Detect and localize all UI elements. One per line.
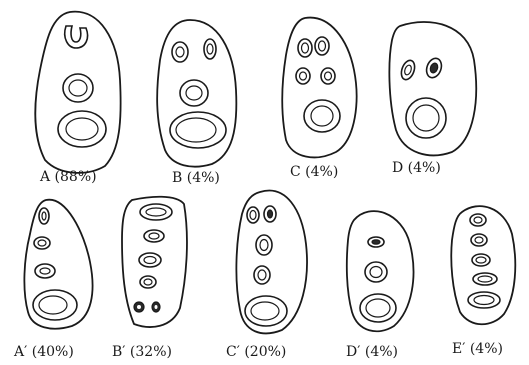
- ring-2-inner: [370, 267, 382, 278]
- ring-4-inner: [325, 72, 332, 80]
- ring-4-outer: [254, 266, 270, 284]
- ring-bottom-outer: [406, 98, 446, 138]
- ring-3-outer: [35, 264, 55, 278]
- ring-1-inner: [302, 43, 309, 53]
- ring-2-outer: [471, 234, 487, 246]
- panel-b-prime: B′ (32%): [112, 197, 187, 360]
- ring-middle-outer: [180, 80, 208, 106]
- ring-bottom-inner: [311, 106, 333, 126]
- ring-1-inner: [250, 211, 256, 220]
- cell-outline: [35, 12, 120, 173]
- cell-outline: [347, 211, 414, 331]
- ring-top-left-outer: [172, 42, 188, 62]
- ring-2-outer: [34, 237, 50, 249]
- ring-3-inner: [300, 72, 307, 80]
- ring-4-inner: [478, 276, 492, 282]
- ring-bottom-outer: [170, 112, 226, 148]
- ring-bottom-inner: [413, 105, 439, 131]
- ring-2-inner: [149, 233, 159, 239]
- ring-bottom-inner: [251, 302, 279, 320]
- ring-1-inner: [474, 217, 482, 223]
- ring-3-inner: [260, 240, 268, 251]
- panel-label: D (4%): [392, 160, 441, 176]
- ring-6-hole: [155, 305, 158, 309]
- ring-right-dark: [429, 62, 439, 74]
- u-shaped-body: [65, 26, 88, 48]
- panel-label: A (88%): [39, 169, 97, 185]
- cell-outline: [389, 22, 476, 155]
- ring-3-inner: [476, 257, 486, 263]
- panel-label: A′ (40%): [13, 344, 74, 360]
- ring-3-outer: [472, 254, 490, 266]
- ring-top-left-inner: [176, 47, 184, 57]
- ring-3-outer: [256, 235, 272, 255]
- ring-top-right-inner: [207, 44, 213, 54]
- ring-3-outer: [296, 68, 310, 84]
- ring-4-inner: [144, 279, 152, 285]
- ring-1-outer: [39, 208, 49, 224]
- ring-2-outer: [144, 230, 164, 242]
- ring-2-outer: [365, 262, 387, 282]
- ring-2-inner: [38, 240, 46, 246]
- panel-label: C (4%): [290, 164, 338, 180]
- panel-a-prime: A′ (40%): [13, 200, 93, 360]
- ring-4-outer: [321, 68, 335, 84]
- panel-label: B′ (32%): [112, 344, 172, 360]
- ring-1-dark: [372, 240, 380, 244]
- ring-1-outer: [247, 207, 259, 223]
- cell-outline: [282, 18, 356, 158]
- ring-3-outer: [139, 253, 161, 267]
- ring-bottom-inner: [474, 296, 494, 305]
- ring-middle-outer: [63, 74, 93, 102]
- panel-label: B (4%): [172, 170, 220, 186]
- panel-d-prime: D′ (4%): [346, 211, 413, 360]
- ring-4-outer: [140, 276, 156, 288]
- ring-bottom-outer: [304, 100, 340, 132]
- ring-3-inner: [144, 257, 156, 264]
- ring-2-outer: [315, 37, 329, 55]
- ring-3-inner: [40, 268, 50, 274]
- panel-a: A (88%): [35, 12, 120, 185]
- ring-1-inner: [146, 208, 166, 216]
- ring-middle-inner: [186, 86, 202, 100]
- ring-left-outer: [399, 59, 417, 82]
- cell-outline: [157, 20, 236, 167]
- ring-1-outer: [470, 214, 486, 226]
- ring-bottom-inner: [176, 118, 216, 142]
- ring-bottom-outer: [58, 111, 106, 147]
- ring-bottom-inner: [39, 296, 67, 314]
- ring-top-right-outer: [204, 39, 216, 59]
- ring-1-outer: [140, 204, 172, 220]
- panel-c: C (4%): [282, 18, 356, 180]
- panel-d: D (4%): [389, 22, 476, 176]
- ring-2-dark: [268, 210, 273, 218]
- ring-left-inner: [403, 64, 412, 75]
- ring-4-outer: [473, 273, 497, 285]
- ring-bottom-inner: [66, 118, 98, 140]
- ring-2-inner: [475, 237, 483, 243]
- ring-bottom-outer: [468, 292, 500, 308]
- panel-label: D′ (4%): [346, 344, 398, 360]
- ring-4-inner: [258, 270, 266, 280]
- ring-1-inner: [42, 212, 46, 220]
- ring-1-outer: [298, 39, 312, 57]
- ring-2-inner: [319, 41, 326, 51]
- ring-middle-inner: [69, 80, 87, 96]
- panel-label: C′ (20%): [226, 344, 286, 360]
- panel-b: B (4%): [157, 20, 236, 186]
- ring-5-hole: [137, 305, 141, 309]
- ring-bottom-inner: [366, 299, 390, 317]
- panel-e-prime: E′ (4%): [451, 206, 515, 357]
- panel-c-prime: C′ (20%): [226, 191, 307, 360]
- panel-label: E′ (4%): [452, 341, 503, 357]
